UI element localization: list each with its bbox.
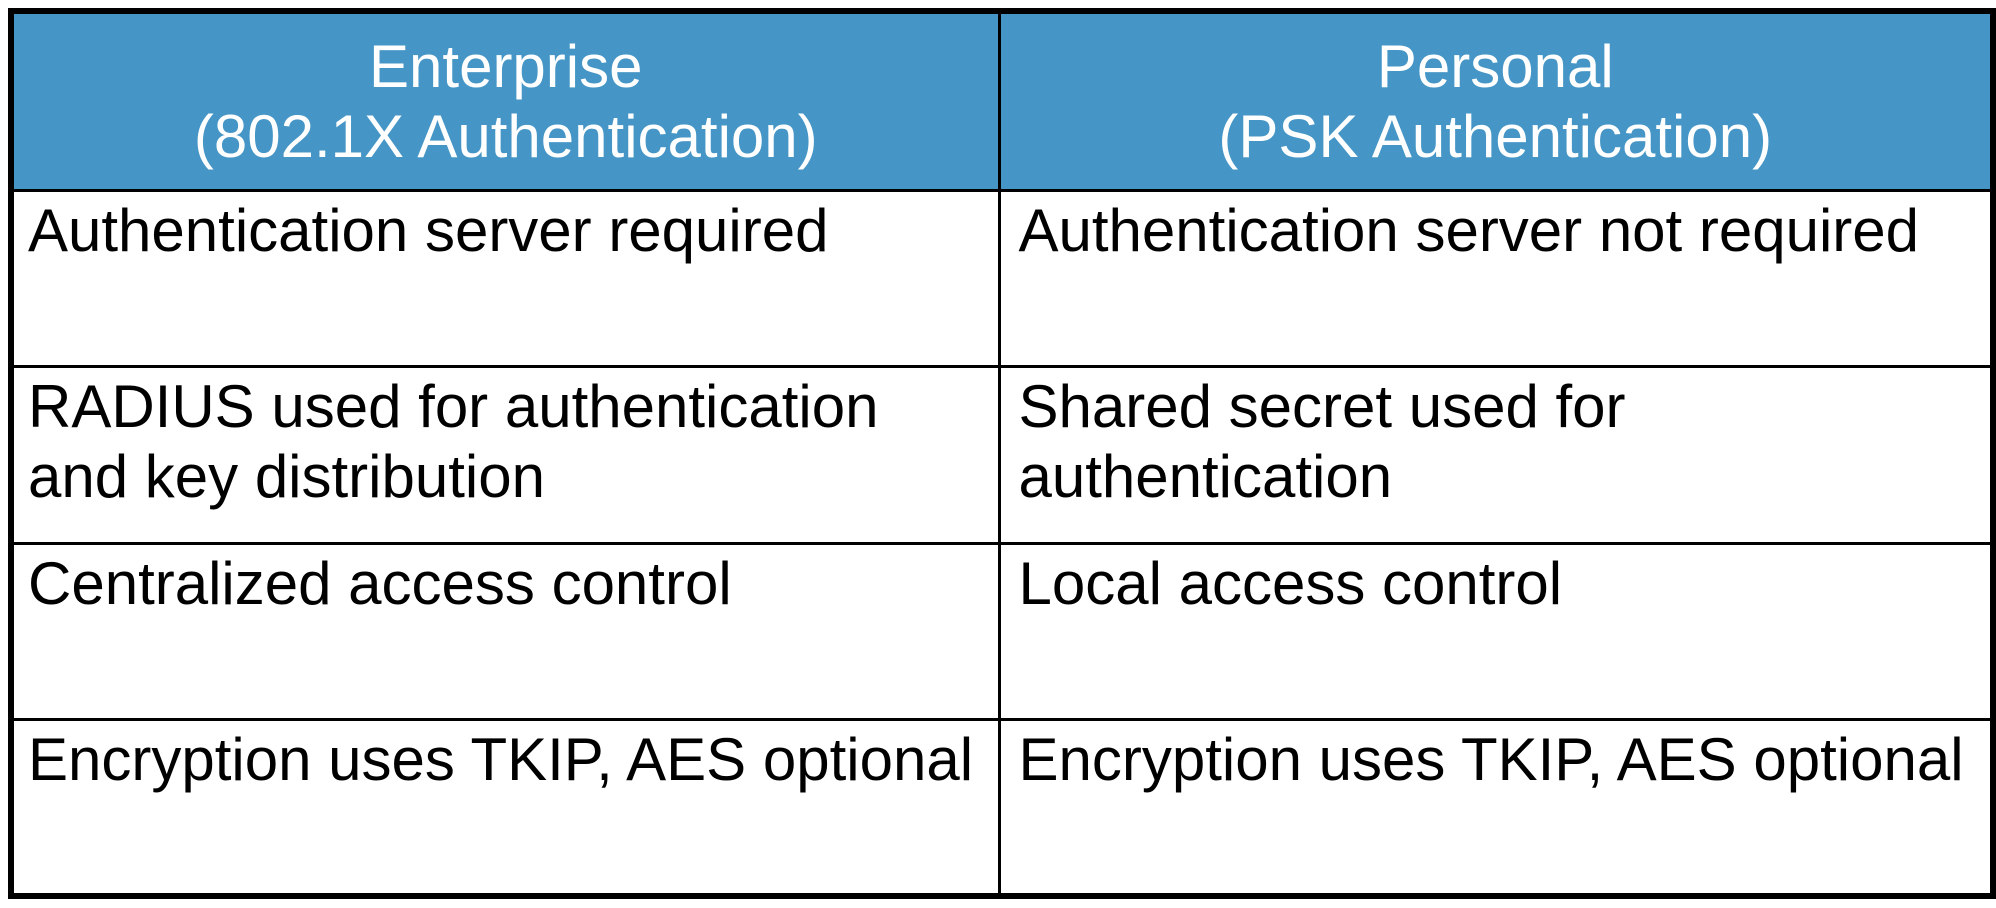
header-personal: Personal (PSK Authentication) [997, 9, 1995, 192]
comparison-table: Enterprise (802.1X Authentication) Perso… [8, 8, 1996, 899]
table-row: Centralized access control Local access … [9, 541, 1995, 722]
enterprise-cell: RADIUS used for authentication and key d… [9, 365, 1001, 545]
header-personal-subtitle: (PSK Authentication) [1218, 102, 1773, 170]
table-header: Enterprise (802.1X Authentication) Perso… [9, 9, 1995, 192]
table-body: Authentication server required Authentic… [9, 188, 1995, 898]
enterprise-cell: Encryption uses TKIP, AES optional [9, 718, 1001, 898]
header-enterprise-subtitle: (802.1X Authentication) [193, 102, 818, 170]
header-enterprise-title: Enterprise [369, 32, 643, 100]
personal-cell: Local access control [997, 541, 1995, 722]
header-enterprise: Enterprise (802.1X Authentication) [9, 9, 1001, 192]
enterprise-cell: Centralized access control [9, 541, 1001, 722]
personal-cell: Encryption uses TKIP, AES optional [997, 718, 1995, 898]
table-row: RADIUS used for authentication and key d… [9, 365, 1995, 545]
header-personal-title: Personal [1376, 32, 1614, 100]
enterprise-cell: Authentication server required [9, 188, 1001, 369]
personal-cell: Authentication server not required [997, 188, 1995, 369]
table-row: Authentication server required Authentic… [9, 188, 1995, 369]
table-row: Encryption uses TKIP, AES optional Encry… [9, 718, 1995, 898]
personal-cell: Shared secret used for authentication [997, 365, 1995, 545]
header-row: Enterprise (802.1X Authentication) Perso… [9, 9, 1995, 192]
